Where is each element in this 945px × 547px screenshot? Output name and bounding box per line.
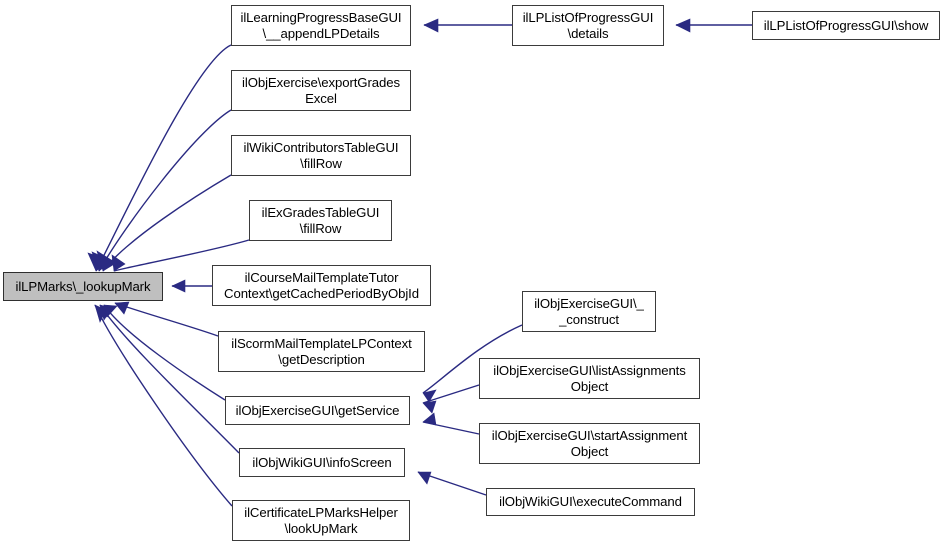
graph-node[interactable]: ilCourseMailTemplateTutor Context\getCac… xyxy=(212,265,431,306)
call-edge xyxy=(113,239,250,272)
graph-node[interactable]: ilObjExerciseGUI\listAssignments Object xyxy=(479,358,700,399)
call-edge-arrowhead xyxy=(423,18,439,33)
call-edge-arrowhead xyxy=(675,18,691,33)
graph-node-focus[interactable]: ilLPMarks\_lookupMark xyxy=(3,272,163,301)
call-edge-arrowhead xyxy=(114,301,130,315)
call-edge xyxy=(98,109,232,272)
graph-node[interactable]: ilObjExerciseGUI\_ _construct xyxy=(522,291,656,332)
call-edge-arrowhead xyxy=(96,250,117,272)
call-edge-arrowhead xyxy=(94,304,107,323)
call-edge xyxy=(422,384,480,404)
call-edge xyxy=(103,304,226,401)
graph-node[interactable]: ilCertificateLPMarksHelper \lookUpMark xyxy=(232,500,410,541)
call-edge xyxy=(94,304,233,507)
graph-node[interactable]: ilLPListOfProgressGUI \details xyxy=(512,5,664,46)
call-edge xyxy=(114,302,219,337)
call-edge-arrowhead xyxy=(111,254,126,272)
call-edge-arrowhead xyxy=(422,389,437,403)
graph-node[interactable]: ilExGradesTableGUI \fillRow xyxy=(249,200,392,241)
call-edge-arrowhead xyxy=(417,471,432,485)
graph-node[interactable]: ilObjWikiGUI\executeCommand xyxy=(486,488,695,516)
call-edge xyxy=(102,174,232,272)
graph-node[interactable]: ilObjExerciseGUI\getService xyxy=(225,396,410,425)
call-edge-arrowhead xyxy=(422,412,437,426)
graph-node[interactable]: ilLearningProgressBaseGUI \__appendLPDet… xyxy=(231,5,411,46)
call-edge-arrowhead xyxy=(171,279,186,293)
graph-node[interactable]: ilObjWikiGUI\infoScreen xyxy=(239,448,405,477)
call-edge xyxy=(99,304,240,454)
call-edge xyxy=(422,324,523,394)
graph-node[interactable]: ilScormMailTemplateLPContext \getDescrip… xyxy=(218,331,425,372)
call-edge-arrowhead xyxy=(422,400,437,414)
call-edge xyxy=(95,44,232,272)
graph-node[interactable]: ilLPListOfProgressGUI\show xyxy=(752,11,940,40)
graph-node[interactable]: ilWikiContributorsTableGUI \fillRow xyxy=(231,135,411,176)
graph-node[interactable]: ilObjExerciseGUI\startAssignment Object xyxy=(479,423,700,464)
graph-node[interactable]: ilObjExercise\exportGrades Excel xyxy=(231,70,411,111)
